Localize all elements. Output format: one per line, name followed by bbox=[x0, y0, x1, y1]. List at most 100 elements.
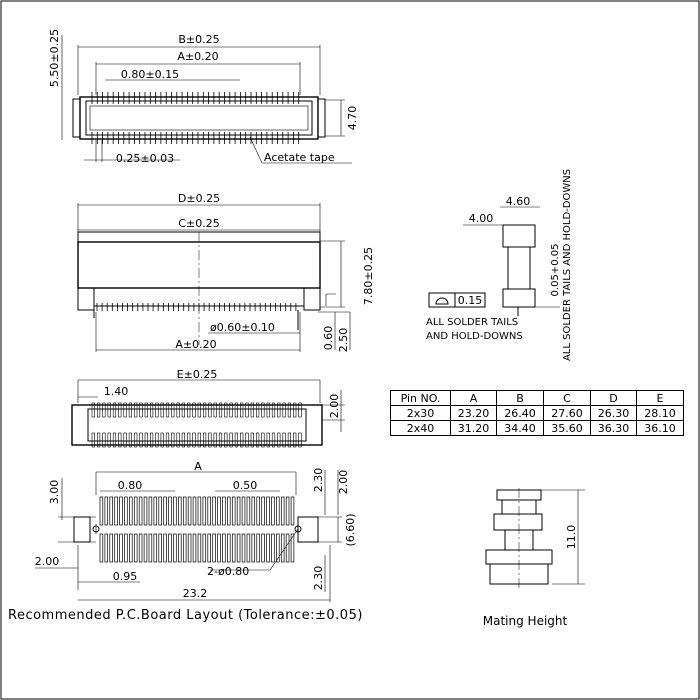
pcb-pad bbox=[99, 496, 104, 526]
pcb-pad bbox=[197, 533, 202, 563]
pcb-pad bbox=[104, 533, 109, 563]
cell-d: 26.30 bbox=[590, 405, 637, 421]
pcb-pad bbox=[114, 533, 118, 563]
side-view-top bbox=[502, 224, 536, 248]
pcb-pad bbox=[153, 533, 158, 563]
pin bbox=[102, 432, 106, 448]
pcb-pad bbox=[261, 533, 265, 563]
pin bbox=[234, 432, 239, 448]
pcb-pad bbox=[280, 533, 285, 563]
pcb-pad bbox=[182, 496, 187, 526]
header-c: C bbox=[543, 390, 591, 406]
pin bbox=[171, 402, 175, 418]
pin bbox=[128, 432, 133, 448]
pcb-pad bbox=[212, 496, 216, 526]
flatness-symbol-icon bbox=[435, 297, 449, 305]
pcb-pad bbox=[168, 496, 172, 526]
dim-height-label: 5.50±0.25 bbox=[48, 29, 61, 87]
pcb-pad bbox=[280, 496, 285, 526]
mating-view: 11.0 Mating Height bbox=[483, 488, 585, 628]
pcb-pad bbox=[222, 533, 226, 563]
pcb-pad bbox=[173, 533, 177, 563]
pcb-pad bbox=[285, 496, 290, 526]
pin bbox=[261, 402, 265, 418]
pcb-pad bbox=[207, 533, 211, 563]
pcb-pad bbox=[222, 496, 226, 526]
bottom-view: E±0.25 1.40 2.00 bbox=[71, 368, 345, 448]
pcb-pad bbox=[231, 496, 236, 526]
pin bbox=[197, 432, 201, 448]
pin-table: Pin NO. A B C D E 2x30 23.20 26.40 27.60… bbox=[390, 390, 684, 436]
pcb-pad bbox=[173, 496, 177, 526]
side-view: 4.60 4.00 0.05+0.05 ALL SOLDER TAILS AND… bbox=[426, 169, 573, 361]
pcb-left-pad bbox=[73, 516, 91, 543]
pin bbox=[271, 432, 276, 448]
bottom-view-housing bbox=[71, 404, 323, 446]
pin bbox=[107, 432, 111, 448]
table-row: 2x30 23.20 26.40 27.60 26.30 28.10 bbox=[390, 405, 684, 421]
solder-note-line2: AND HOLD-DOWNS bbox=[426, 331, 523, 342]
pcb-pad bbox=[163, 533, 167, 563]
pcb-pad bbox=[227, 533, 231, 563]
pcb-pad bbox=[178, 496, 182, 526]
pcb-pad bbox=[119, 533, 123, 563]
pcb-pad bbox=[290, 533, 295, 563]
pcb-pad bbox=[241, 496, 246, 526]
pcb-pad bbox=[143, 496, 148, 526]
pin bbox=[208, 432, 212, 448]
top-view: B±0.25 A±0.20 0.80±0.15 5.50±0.25 4.70 0… bbox=[48, 29, 359, 165]
dim-b-label: B±0.25 bbox=[178, 33, 219, 46]
cell-b: 26.40 bbox=[496, 405, 544, 421]
dim-140-label: 1.40 bbox=[104, 385, 129, 398]
cell-e: 36.10 bbox=[636, 420, 684, 436]
pin bbox=[218, 402, 223, 418]
pcb-pad bbox=[271, 533, 275, 563]
pcb-pad bbox=[104, 496, 109, 526]
solder-note-right: ALL SOLDER TAILS AND HOLD-DOWNS bbox=[562, 169, 573, 361]
dim-400-label: 4.00 bbox=[469, 212, 494, 225]
mating-caption: Mating Height bbox=[483, 614, 568, 628]
pcb-pad bbox=[148, 533, 153, 563]
pcb-pad bbox=[182, 533, 187, 563]
pcb-pad bbox=[231, 533, 236, 563]
dim-depth-label: 4.70 bbox=[346, 106, 359, 131]
cell-a: 23.20 bbox=[450, 405, 497, 421]
pcb-pad bbox=[227, 496, 231, 526]
dim-a-label: A±0.20 bbox=[177, 50, 218, 63]
side-view-body bbox=[507, 246, 531, 290]
pin bbox=[266, 402, 270, 418]
pcb-pad bbox=[241, 533, 246, 563]
pin bbox=[107, 402, 111, 418]
pcb-pad bbox=[119, 496, 123, 526]
pin bbox=[298, 432, 302, 448]
pcb-pad bbox=[256, 496, 260, 526]
pin bbox=[277, 402, 281, 418]
pcb-pad bbox=[266, 533, 270, 563]
header-a: A bbox=[450, 390, 497, 406]
front-view: D±0.25 C±0.25 7.80±0.25 ø0.60±0.10 A±0.2… bbox=[77, 192, 375, 352]
pcb-pad bbox=[271, 496, 275, 526]
pin bbox=[229, 402, 233, 418]
pin bbox=[91, 402, 95, 418]
pcb-pad bbox=[192, 533, 197, 563]
dim-lead-label: 0.25±0.03 bbox=[116, 152, 174, 165]
dim-095-label: 0.95 bbox=[113, 570, 138, 583]
cell-e: 28.10 bbox=[636, 405, 684, 421]
pin bbox=[213, 432, 217, 448]
pin bbox=[160, 402, 164, 418]
pcb-pad bbox=[256, 533, 260, 563]
pin bbox=[261, 432, 265, 448]
pin bbox=[203, 432, 207, 448]
dim-230-top-label: 2.30 bbox=[312, 468, 325, 493]
pin bbox=[112, 432, 117, 448]
pin bbox=[282, 432, 286, 448]
pin bbox=[176, 402, 180, 418]
dim-d-label: D±0.25 bbox=[178, 192, 220, 205]
pin bbox=[97, 432, 101, 448]
pcb-pad bbox=[251, 496, 256, 526]
pin bbox=[282, 402, 286, 418]
dim-a-label: A±0.20 bbox=[175, 338, 216, 351]
pin bbox=[224, 432, 228, 448]
pcb-pad bbox=[148, 496, 153, 526]
